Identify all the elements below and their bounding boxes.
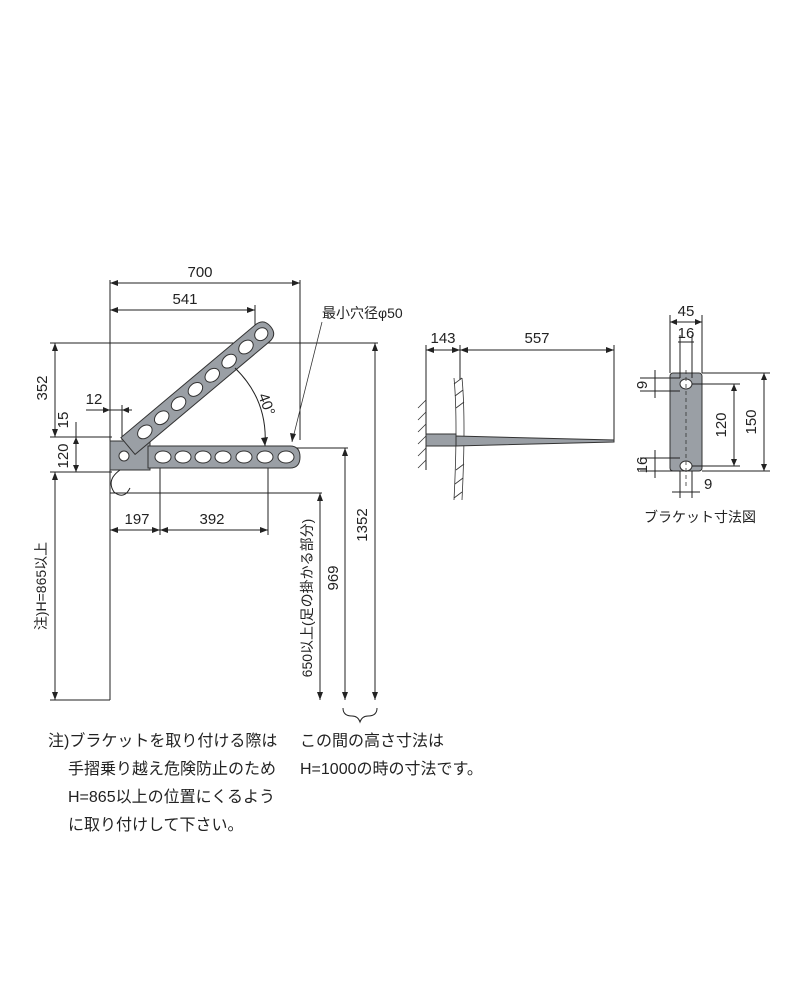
bracket-pivot [118, 450, 130, 462]
dim-541: 541 [172, 291, 197, 308]
angle-arc-arrow [261, 437, 268, 446]
dim-969-arrow-bottom [342, 692, 348, 700]
note-line-4: に取り付けして下さい。 [68, 817, 244, 834]
dim-392-arrow-left [160, 527, 168, 533]
dim-541-arrow-left [110, 307, 118, 313]
dim-b9bottom: 9 [704, 476, 712, 493]
dim-b16bottom: 16 [634, 457, 651, 474]
dim-541-arrow-right [247, 307, 255, 313]
dim-120-arrow-top [73, 437, 79, 444]
dim-143-arrow-right [452, 347, 460, 353]
hole-label: 最小穴径φ50 [322, 305, 403, 321]
height-note-line-1: この間の高さ寸法は [300, 733, 445, 750]
post-hatch [453, 377, 465, 499]
height-note-label: 注)H=865以上 [33, 542, 49, 630]
raised-hole-1 [137, 424, 153, 440]
arm-hole-6 [256, 450, 274, 464]
bracket-caption: ブラケット寸法図 [644, 509, 756, 525]
profile-arm [455, 435, 615, 447]
dim-b16top: 16 [678, 325, 695, 342]
raised-hole-3 [170, 396, 187, 411]
dim-352-arrow-top [52, 343, 58, 351]
raised-hole-8 [254, 327, 269, 342]
note-line-2: 手摺乗り越え危険防止のため [68, 761, 277, 778]
raised-hole-5 [204, 367, 221, 383]
dim-12: 12 [86, 391, 103, 408]
arm-hole-5 [235, 450, 253, 464]
dim-1352-arrow-top [372, 343, 378, 351]
horizontal-arm [147, 445, 301, 469]
bracket-dimension-view: 45 16 9 16 120 150 9 ブラケッ [634, 303, 770, 525]
dim-120: 120 [55, 443, 72, 468]
dim-650-arrow-top [317, 493, 323, 501]
dim-352: 352 [34, 375, 51, 400]
note-line-1: 注)ブラケットを取り付ける際は [48, 733, 278, 750]
profile-bracket [425, 433, 457, 447]
note-line-3: H=865以上の位置にくるよう [68, 789, 275, 806]
dim-969: 969 [325, 565, 342, 590]
hole-leader-arrow [290, 433, 296, 442]
dim-700-arrow-left [110, 280, 118, 286]
dim-197: 197 [124, 511, 149, 528]
arm-hole-3 [194, 450, 212, 464]
dim-b9top: 9 [634, 381, 651, 389]
wall-hatch [417, 399, 427, 469]
dim-120-arrow-bottom [73, 465, 79, 472]
dim-197-arrow-right [152, 527, 160, 533]
dim-392: 392 [199, 511, 224, 528]
dim-b45-arrow-right [695, 319, 702, 325]
main-side-view: 700 541 352 15 120 12 197 392 [33, 264, 403, 724]
dim-h865-arrow-bottom [52, 692, 58, 700]
dim-969-arrow-top [342, 448, 348, 456]
hook [110, 469, 131, 496]
railing-post [453, 377, 465, 501]
dim-12-arrow-right [122, 407, 129, 413]
raised-arm [120, 321, 275, 456]
dim-12-arrow-left [103, 407, 110, 413]
raised-hole-7 [238, 339, 254, 355]
dim-b120-arrow-top [731, 384, 737, 391]
dim-b120: 120 [713, 412, 730, 437]
dim-b150: 150 [743, 409, 760, 434]
installation-note: 注)ブラケットを取り付ける際は 手摺乗り越え危険防止のため H=865以上の位置… [48, 728, 277, 840]
dim-1352-arrow-bottom [372, 692, 378, 700]
dim-650-arrow-bottom [317, 692, 323, 700]
dim-15: 15 [55, 412, 72, 429]
dim-b120-arrow-bottom [731, 459, 737, 466]
dim-143: 143 [430, 330, 455, 347]
profile-view: 143 557 [417, 330, 615, 501]
height-brace [342, 707, 378, 724]
height-note-line-2: H=1000の時の寸法です。 [300, 761, 483, 778]
dim-h865-arrow-top [52, 472, 58, 480]
dim-b150-arrow-bottom [761, 464, 767, 471]
raised-hole-6 [221, 353, 237, 369]
raised-hole-2 [153, 410, 170, 426]
raised-hole-4 [187, 382, 204, 397]
dim-700: 700 [187, 264, 212, 281]
dim-197-arrow-left [110, 527, 118, 533]
dim-700-arrow-right [292, 280, 300, 286]
dim-143-arrow-left [426, 347, 434, 353]
dim-557-arrow-left [460, 347, 468, 353]
dim-1352: 1352 [354, 508, 371, 541]
arm-hole-2 [174, 450, 192, 464]
arm-hole-7 [277, 450, 295, 464]
dim-b150-arrow-top [761, 373, 767, 380]
arm-hole-4 [214, 450, 232, 464]
arm-hole-1 [154, 450, 172, 464]
height-dimension-note: この間の高さ寸法は H=1000の時の寸法です。 [300, 728, 483, 784]
dim-b45: 45 [678, 303, 695, 320]
dim-b45-arrow-left [670, 319, 677, 325]
dim-392-arrow-right [260, 527, 268, 533]
dim-352-arrow-bottom [52, 429, 58, 437]
foot-height-label: 650以上(足の掛かる部分) [299, 519, 315, 678]
hole-leader [291, 321, 323, 443]
dim-557: 557 [524, 330, 549, 347]
dim-557-arrow-right [606, 347, 614, 353]
angle-label: 40° [254, 391, 278, 418]
angle-arc [234, 367, 266, 447]
